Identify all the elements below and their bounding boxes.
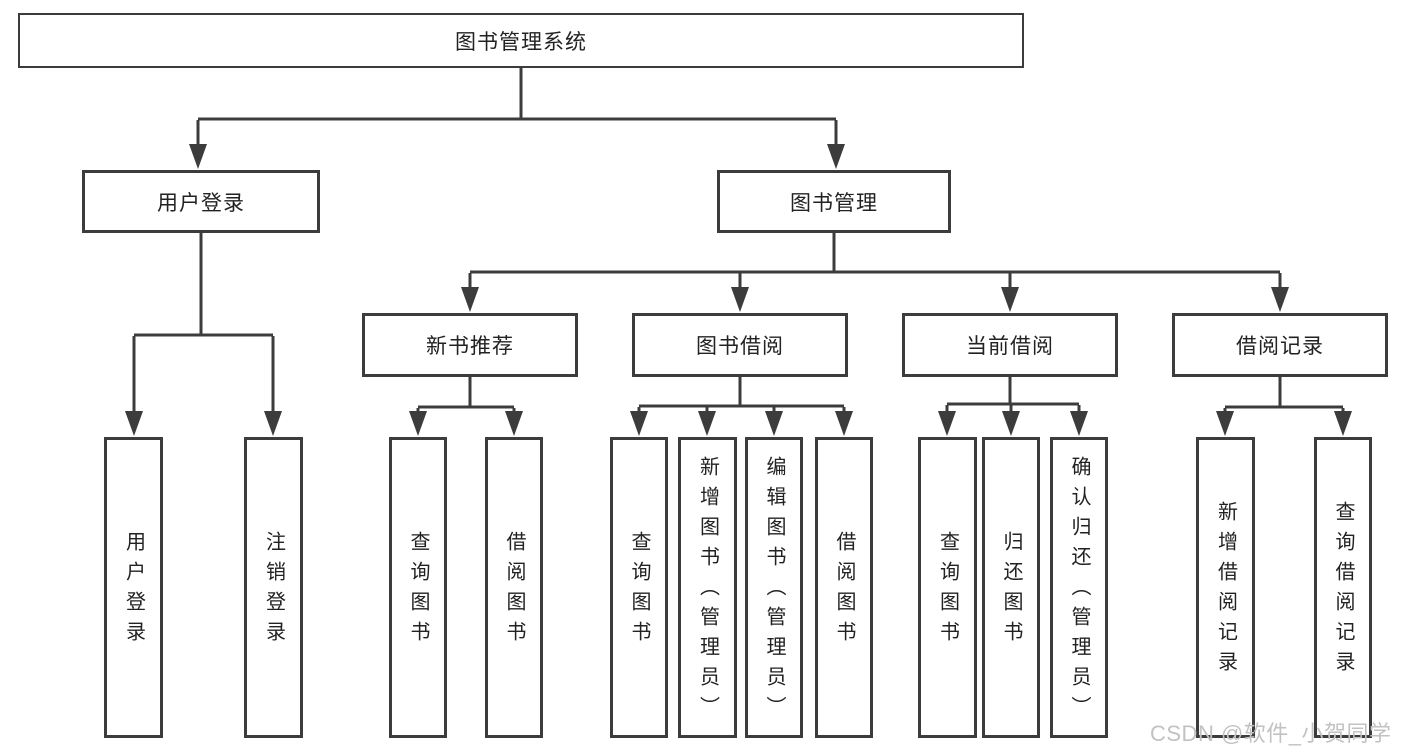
leaf-current-confirm-return-admin: 确认归还（管理员）: [1050, 437, 1108, 738]
arrowhead-icon: [835, 411, 853, 436]
leaf-current-return-books: 归还图书: [982, 437, 1040, 738]
connector-user-login-to-leaves: [132, 232, 275, 413]
arrowhead-icon: [1002, 411, 1020, 436]
arrowhead-icon: [125, 411, 143, 436]
leaf-borrow-add-books-admin: 新增图书（管理员）: [678, 437, 737, 738]
leaf-current-query-books: 查询图书: [918, 437, 977, 738]
node-current-borrowing: 当前借阅: [902, 313, 1118, 377]
arrowhead-icon: [505, 411, 523, 436]
arrowhead-icon: [1001, 287, 1019, 312]
arrowhead-icon: [264, 411, 282, 436]
leaf-user-login: 用户登录: [104, 437, 163, 738]
arrowhead-icon: [938, 411, 956, 436]
arrowhead-icon: [1334, 411, 1352, 436]
leaf-borrow-query-books: 查询图书: [610, 437, 668, 738]
arrowheads: [125, 144, 1352, 436]
arrowhead-icon: [765, 411, 783, 436]
leaf-borrow-borrow-books: 借阅图书: [815, 437, 873, 738]
node-borrowing-records: 借阅记录: [1172, 313, 1388, 377]
arrowhead-icon: [698, 411, 716, 436]
arrowhead-icon: [461, 287, 479, 312]
connector-new-book-rec-to-leaves: [416, 376, 516, 413]
leaf-logout: 注销登录: [244, 437, 303, 738]
leaf-records-add-record: 新增借阅记录: [1196, 437, 1255, 738]
leaf-borrow-edit-books-admin: 编辑图书（管理员）: [745, 437, 803, 738]
leaf-newbook-borrow-books: 借阅图书: [485, 437, 543, 738]
leaf-newbook-query-books: 查询图书: [389, 437, 447, 738]
node-new-book-recommend: 新书推荐: [362, 313, 578, 377]
connector-borrow-records-to-leaves: [1223, 376, 1345, 413]
node-book-management: 图书管理: [717, 170, 951, 233]
arrowhead-icon: [1216, 411, 1234, 436]
arrowhead-icon: [827, 144, 845, 169]
arrowhead-icon: [189, 144, 207, 169]
arrowhead-icon: [630, 411, 648, 436]
node-book-borrowing: 图书借阅: [632, 313, 848, 377]
leaf-records-query-record: 查询借阅记录: [1314, 437, 1372, 738]
arrowhead-icon: [409, 411, 427, 436]
connector-book-borrow-to-leaves: [637, 376, 846, 413]
csdn-watermark: CSDN @软件_小贺同学: [1150, 721, 1392, 746]
connector-book-mgmt-to-level3: [468, 232, 1282, 289]
arrowhead-icon: [1070, 411, 1088, 436]
arrowhead-icon: [1271, 287, 1289, 312]
arrowhead-icon: [731, 287, 749, 312]
node-user-login: 用户登录: [82, 170, 320, 233]
node-root: 图书管理系统: [18, 13, 1024, 68]
connector-root-to-level2: [196, 67, 838, 146]
connector-current-borrow-to-leaves: [945, 376, 1081, 413]
